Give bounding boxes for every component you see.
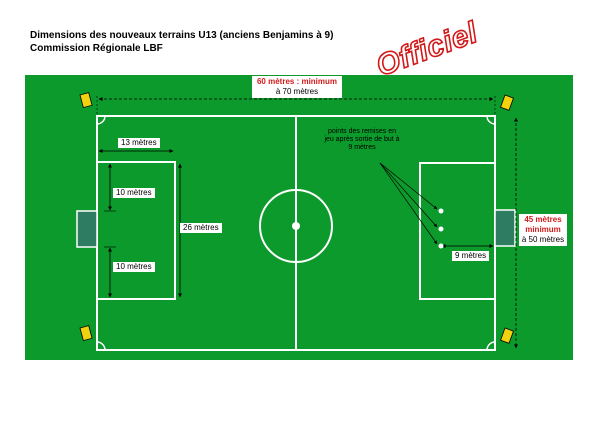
right-goal	[494, 209, 516, 247]
corner-arc-top-right	[486, 115, 496, 125]
restart-points-note: points des remises en jeu après sortie d…	[324, 128, 400, 151]
corner-arc-bottom-right	[486, 341, 496, 351]
corner-flag-bottom-left	[79, 325, 93, 342]
post-offset-top-label: 10 mètres	[113, 188, 155, 198]
pitch-background	[25, 75, 573, 360]
restart-spot-middle	[438, 226, 444, 232]
right-penalty-area	[419, 162, 496, 300]
restart-distance-label: 9 mètres	[452, 251, 490, 261]
center-spot	[292, 222, 300, 230]
length-label: 60 mètres : minimum à 70 mètres	[252, 76, 342, 98]
length-max-text: à 70 mètres	[275, 87, 319, 96]
post-offset-bottom-label: 10 mètres	[113, 262, 155, 272]
left-penalty-area	[96, 161, 176, 300]
left-goal	[76, 210, 98, 248]
width-min-text-1: 45 mètres	[524, 215, 562, 224]
callout-arrow-top	[379, 162, 438, 210]
center-circle	[259, 189, 333, 263]
width-max-text: à 50 mètres	[521, 235, 565, 244]
width-min-text-2: minimum	[525, 225, 561, 234]
corner-arc-bottom-left	[96, 341, 106, 351]
page-title: Dimensions des nouveaux terrains U13 (an…	[30, 30, 334, 41]
width-label: 45 mètres minimum à 50 mètres	[519, 214, 567, 246]
page-subtitle: Commission Régionale LBF	[30, 43, 163, 54]
restart-spot-top	[438, 208, 444, 214]
corner-flag-top-right	[500, 94, 514, 111]
penalty-depth-label: 13 mètres	[118, 138, 160, 148]
length-min-text: 60 mètres : minimum	[256, 77, 338, 86]
restart-spot-bottom	[438, 243, 444, 249]
corner-flag-top-left	[79, 92, 93, 109]
penalty-width-label: 26 mètres	[180, 223, 222, 233]
callout-arrow-bottom	[379, 162, 438, 245]
corner-flag-bottom-right	[500, 327, 514, 344]
callout-arrow-middle	[379, 162, 438, 228]
corner-arc-top-left	[96, 115, 106, 125]
